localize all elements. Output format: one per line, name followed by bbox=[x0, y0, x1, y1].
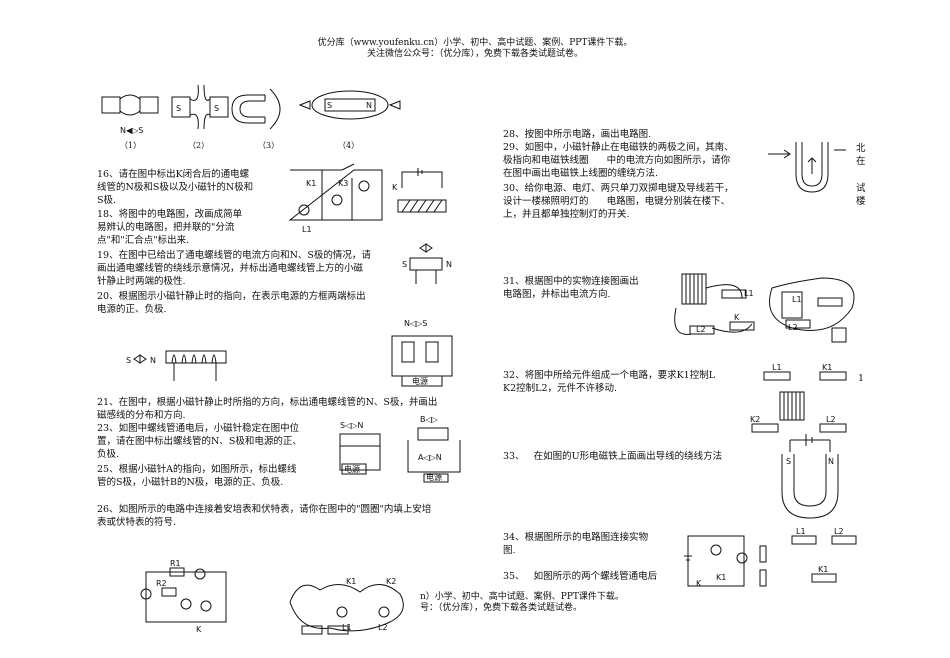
elements-q32: L1 K1 K2 L2 bbox=[750, 363, 847, 433]
u-electromagnet-q33: S N bbox=[781, 434, 839, 519]
question-28: 28、按图中所示电路，画出电路图. bbox=[503, 129, 652, 140]
question-34: 34、根据图所示的电路图连接实物 图. bbox=[503, 532, 649, 556]
coil-q20: S N bbox=[126, 350, 227, 381]
question-29: 29、如图中，小磁针静止在电磁铁的两极之间，其南、 极指向和电磁铁线圈 中的电流… bbox=[503, 142, 734, 179]
q19-s: S bbox=[402, 260, 407, 269]
question-21: 21、在图中，根据小磁针静止时所指的方向，标出通电螺线管的N、S极，并画出 磁感… bbox=[97, 397, 438, 421]
question-23: 23、如图中螺线管通电后，小磁针稳定在图中位 置，请在图中标出螺线管的N、S极和… bbox=[97, 423, 302, 460]
q31-l2: L2 bbox=[696, 325, 706, 334]
circuit-q26-physical: K1 K2 L1 L2 bbox=[289, 577, 404, 635]
circuit-q18: K1 K3 L1 bbox=[288, 163, 383, 234]
q18-k1: K1 bbox=[306, 179, 316, 188]
fig4-s: S bbox=[327, 101, 332, 110]
q20-s: S bbox=[126, 356, 131, 365]
edge-char-one: 1 bbox=[858, 373, 865, 384]
q32-k2: K2 bbox=[750, 415, 760, 424]
question-31: 31、根据图中的实物连接图画出 电路图，并标出电流方向. bbox=[503, 276, 639, 300]
caption-fig-1: （1） bbox=[120, 141, 142, 150]
q23-power: 电源 bbox=[344, 464, 360, 474]
page-header-line-2: 关注微信公众号：（优分库），免费下载各类试题试卷。 bbox=[366, 49, 583, 59]
question-26: 26、如图所示的电路中连接着安培表和伏特表，请你在图中的"圆圈"内填上安培 表或… bbox=[97, 504, 432, 528]
page-footer-line-1: n）小学、初中、高中试题、案例、PPT课件下载。 bbox=[420, 592, 624, 603]
question-18: 18、将图中的电路图，改画成简单 易辨认的电路图，把并联的"分流 点"和"汇合点… bbox=[97, 209, 243, 246]
q31b-l1: L1 bbox=[792, 295, 802, 304]
question-25: 25、根据小磁针A的指向，如图所示，标出螺线 管的S极，小磁针B的N极，电源的正… bbox=[97, 464, 297, 488]
figure-q21: N◁▷S 电源 bbox=[391, 319, 453, 387]
q31-l1: L1 bbox=[744, 289, 754, 298]
q21-ns: N◁▷S bbox=[404, 319, 427, 328]
q21-power: 电源 bbox=[412, 376, 428, 386]
fig2-s-left: S bbox=[176, 104, 181, 113]
q26-r1: R1 bbox=[170, 559, 181, 568]
fig1-compass-label: N◀▷S bbox=[120, 126, 143, 135]
q25-power: 电源 bbox=[426, 472, 442, 482]
q26p-l1: L1 bbox=[342, 623, 352, 632]
figure-q23: S◁▷N 电源 bbox=[339, 421, 381, 475]
caption-fig-4: （4） bbox=[338, 141, 360, 150]
solenoid-q16: K bbox=[392, 168, 447, 213]
figure-1-bar-magnets bbox=[101, 94, 159, 116]
question-16: 16、请在图中标出K闭合后的通电螺 线管的N极和S极以及小磁针的N极和 S极. bbox=[97, 169, 254, 206]
caption-fig-3: （3） bbox=[258, 141, 280, 150]
q26-k: K bbox=[196, 625, 202, 634]
q26p-l2: L2 bbox=[378, 623, 388, 632]
q20-n: N bbox=[150, 356, 156, 365]
q32-l2: L2 bbox=[826, 415, 836, 424]
q31-k: K bbox=[734, 313, 740, 322]
edge-char-lou: 楼 bbox=[856, 196, 866, 207]
u-magnet-q29 bbox=[768, 142, 846, 193]
edge-char-zai: 在 bbox=[856, 156, 866, 167]
question-33: 33、 在如图的U形电磁铁上面画出导线的绕线方法 bbox=[503, 451, 723, 462]
q26p-k2: K2 bbox=[386, 577, 396, 586]
edge-char-shi: 试 bbox=[856, 183, 866, 194]
edge-char-north: 北 bbox=[856, 143, 866, 154]
solenoid-q19: S N bbox=[402, 243, 452, 284]
question-35: 35、 如图所示的两个螺线管通电后 bbox=[503, 571, 658, 582]
question-32: 32、将图中所给元件组成一个电路，要求K1控制L K2控制L2，元件不许移动. bbox=[503, 370, 716, 394]
q16-k: K bbox=[392, 183, 398, 192]
circuit-q34: L1 L2 K1 K K1 bbox=[684, 527, 857, 588]
question-19: 19、在图中已给出了通电螺线管的电流方向和N、S极的情况，请 画出通电螺线管的绕… bbox=[97, 250, 371, 287]
figure-3-horseshoe bbox=[231, 88, 281, 130]
fig2-s-right: S bbox=[214, 104, 219, 113]
figure-2-magnets bbox=[171, 84, 229, 130]
circuit-q26: R1 R2 K bbox=[140, 559, 227, 634]
figure-4-bar-magnet bbox=[298, 90, 401, 120]
question-30: 30、给你电源、电灯、两只单刀双掷电键及导线若干， 设计一楼梯照明灯的 电路图，… bbox=[503, 183, 734, 220]
q23-sn: S◁▷N bbox=[340, 421, 363, 430]
q32-l1: L1 bbox=[772, 363, 782, 372]
question-20: 20、根据图示小磁针静止时的指向，在表示电源的方框两端标出 电源的正、负极. bbox=[97, 291, 366, 315]
circuit-q31: L1 L2 K L1 L2 bbox=[674, 273, 855, 343]
q18-l1: L1 bbox=[302, 225, 312, 234]
q31b-l2: L2 bbox=[788, 323, 798, 332]
q34-k1: K1 bbox=[818, 565, 828, 574]
q34-k1b: K1 bbox=[716, 573, 726, 582]
q18-k3: K3 bbox=[338, 179, 348, 188]
caption-fig-2: （2） bbox=[188, 141, 210, 150]
q32-k1: K1 bbox=[822, 363, 832, 372]
q34-l2: L2 bbox=[834, 527, 844, 536]
figure-q25: B◁▷ A◁▷N 电源 bbox=[407, 415, 461, 483]
q25-a: A◁▷N bbox=[418, 453, 442, 462]
page-header-line-1: 优分库（www.youfenku.cn）小学、初中、高中试题、案例、PPT课件下… bbox=[317, 38, 633, 48]
q34-l1: L1 bbox=[796, 527, 806, 536]
q25-b: B◁▷ bbox=[420, 415, 439, 424]
q19-n: N bbox=[446, 260, 452, 269]
q34-k: K bbox=[696, 579, 702, 588]
q26p-k1: K1 bbox=[346, 577, 356, 586]
q26-r2: R2 bbox=[156, 579, 167, 588]
q33-s: S bbox=[786, 457, 791, 466]
fig4-n: N bbox=[366, 101, 372, 110]
magnet-figures: N◀▷S S S S N bbox=[101, 84, 401, 135]
page-footer-line-2: 号：（优分库），免费下载各类试题试卷。 bbox=[420, 603, 583, 614]
q33-n: N bbox=[828, 457, 834, 466]
